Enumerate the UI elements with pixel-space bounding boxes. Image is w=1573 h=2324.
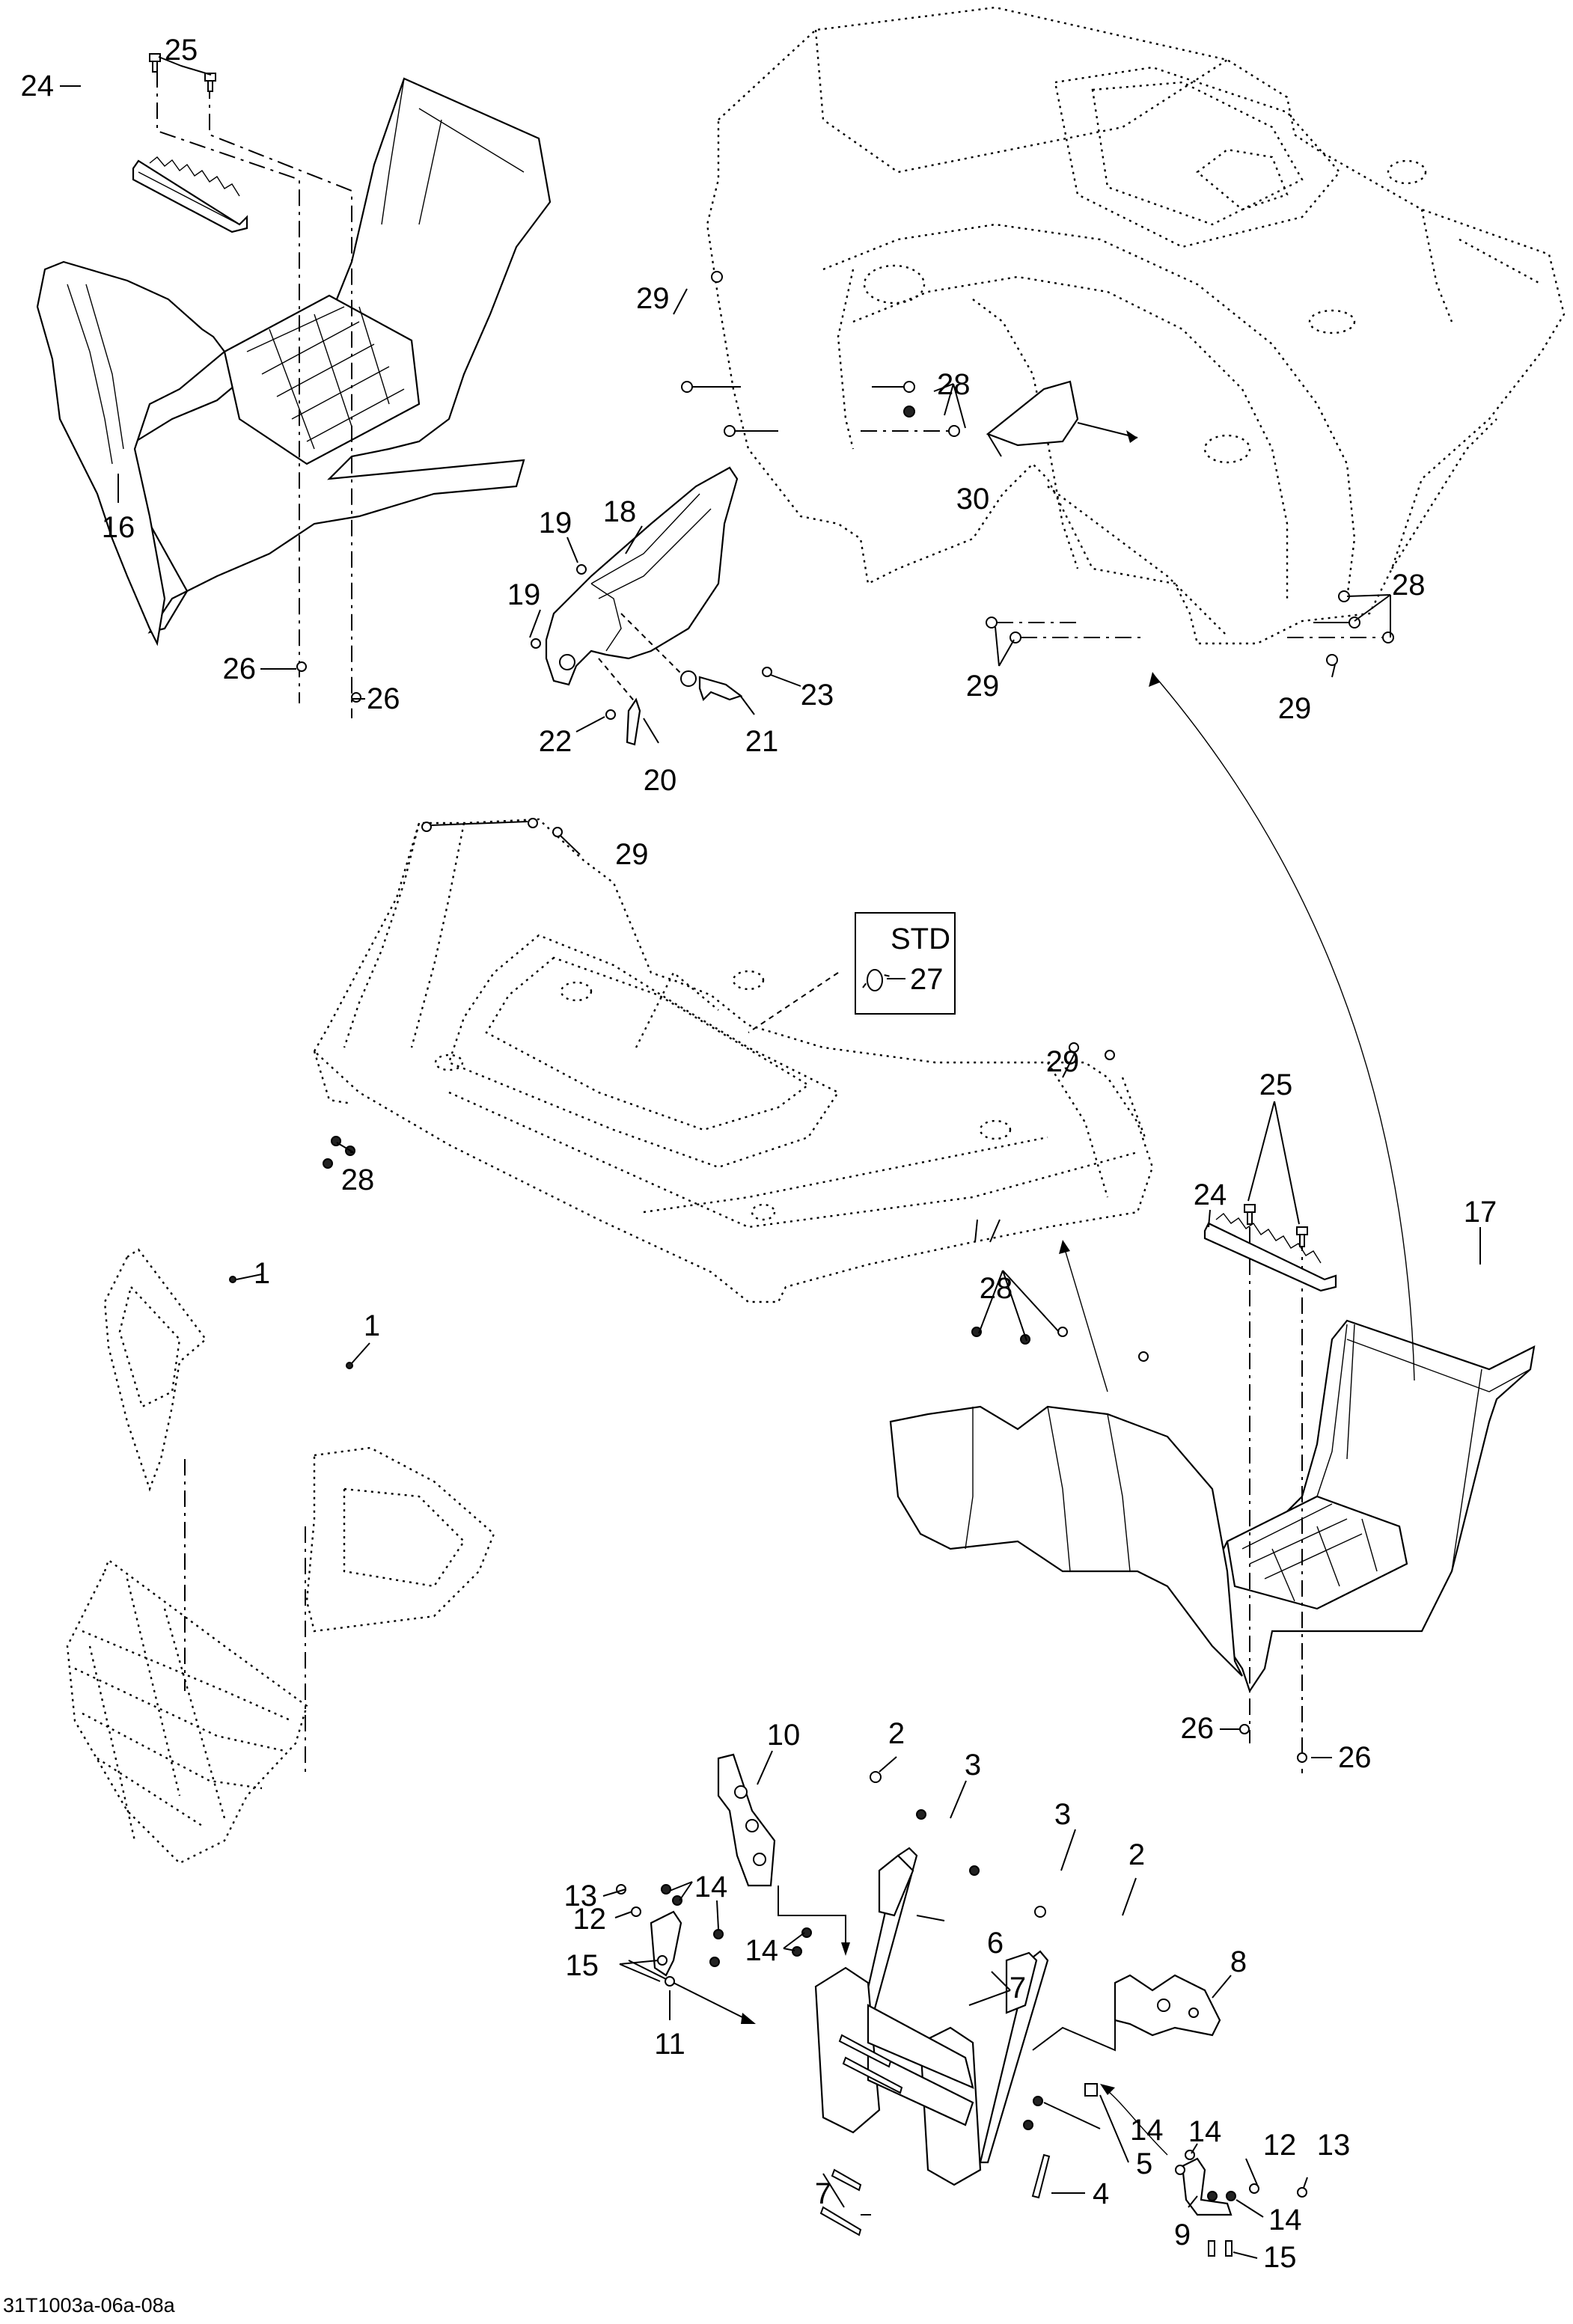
footplate-part-24-left xyxy=(132,156,248,233)
callout-18: 18 xyxy=(603,495,637,528)
callout-8: 8 xyxy=(1230,1945,1247,1978)
callout-24: 24 xyxy=(21,70,55,103)
callout-3: 3 xyxy=(1054,1798,1071,1831)
callout-26: 26 xyxy=(1338,1741,1372,1774)
callout-5: 5 xyxy=(1136,2147,1152,2180)
callout-2: 2 xyxy=(1128,1838,1145,1871)
callout-26: 26 xyxy=(1181,1712,1215,1745)
callout-26: 26 xyxy=(223,652,257,685)
bolt-part-25-left xyxy=(149,53,216,92)
front-grille-panels xyxy=(66,1248,495,1865)
callout-12: 12 xyxy=(1263,2129,1297,2162)
left-footrest-fender-part-16 xyxy=(36,71,552,718)
callout-12: 12 xyxy=(573,1903,607,1936)
front-body-fasteners xyxy=(323,818,1149,1362)
callout-4: 4 xyxy=(1093,2177,1109,2210)
callout-14: 14 xyxy=(1268,2204,1302,2236)
callout-7: 7 xyxy=(1010,1972,1026,2005)
callout-1: 1 xyxy=(254,1257,270,1290)
callout-29: 29 xyxy=(966,670,1000,703)
callout-21: 21 xyxy=(745,725,779,758)
fasteners-part-19-20-21-22-23 xyxy=(531,564,772,746)
callout-14: 14 xyxy=(1130,2114,1164,2147)
rear-body-panel xyxy=(706,6,1566,645)
callout-15: 15 xyxy=(566,1949,599,1982)
grille-mesh xyxy=(66,1559,308,1865)
callout-25: 25 xyxy=(1259,1068,1293,1101)
bumper-support-fasteners xyxy=(616,1771,1307,2257)
callout-28: 28 xyxy=(341,1163,375,1196)
washer-icon xyxy=(867,969,883,991)
std-box-title: STD xyxy=(891,923,950,955)
front-body-panel xyxy=(313,818,1154,1303)
callout-28: 28 xyxy=(980,1272,1013,1305)
callout-23: 23 xyxy=(801,679,834,712)
callout-10: 10 xyxy=(767,1719,801,1752)
callout-29: 29 xyxy=(1046,1045,1080,1078)
callout-17: 17 xyxy=(1464,1196,1497,1229)
callout-22: 22 xyxy=(539,725,572,758)
right-footrest-fender-part-17 xyxy=(889,672,1536,1773)
callout-14: 14 xyxy=(745,1934,779,1967)
callout-29: 29 xyxy=(615,838,649,871)
callout-29: 29 xyxy=(1278,692,1312,725)
footrest-grid-right xyxy=(1226,1495,1408,1610)
callout-6: 6 xyxy=(987,1927,1004,1960)
callout-14: 14 xyxy=(694,1871,728,1903)
drawing-code: 31T1003a-06a-08a xyxy=(3,2294,175,2317)
std-box-item: 27 xyxy=(910,963,944,996)
callout-16: 16 xyxy=(102,511,135,544)
callout-19: 19 xyxy=(507,578,541,611)
callout-14: 14 xyxy=(1188,2115,1222,2148)
callout-28: 28 xyxy=(1392,569,1426,602)
callout-2: 2 xyxy=(888,1717,905,1750)
nut-part-26-right xyxy=(1239,1724,1307,1763)
callout-13: 13 xyxy=(1317,2129,1351,2162)
callout-labels: 24 25 16 26 26 19 19 18 22 20 21 23 29 2… xyxy=(21,34,1497,2274)
callout-28: 28 xyxy=(937,368,971,401)
callout-13: 13 xyxy=(564,1880,598,1912)
callout-20: 20 xyxy=(644,764,677,797)
cover-part-30 xyxy=(986,380,1138,447)
callout-24: 24 xyxy=(1194,1178,1227,1211)
callout-11: 11 xyxy=(654,2028,685,2061)
std-box: STD 27 xyxy=(855,912,956,1015)
callout-30: 30 xyxy=(956,483,990,516)
callout-26: 26 xyxy=(367,682,400,715)
callout-1: 1 xyxy=(364,1309,380,1342)
callout-7: 7 xyxy=(815,2177,831,2210)
callout-19: 19 xyxy=(539,507,572,539)
callout-15: 15 xyxy=(1263,2241,1297,2274)
leader-lines xyxy=(60,56,1481,2259)
rear-body-fasteners xyxy=(681,271,1394,666)
callout-9: 9 xyxy=(1174,2218,1191,2251)
footrest-grid xyxy=(223,294,421,465)
callout-29: 29 xyxy=(636,282,670,315)
callout-3: 3 xyxy=(965,1749,981,1782)
bumper-support-frame xyxy=(628,1753,1233,2236)
bracket-part-18 xyxy=(545,466,739,686)
bolt-part-25-right xyxy=(1244,1204,1308,1247)
callout-25: 25 xyxy=(165,34,198,67)
footplate-part-24-right xyxy=(1203,1213,1337,1292)
